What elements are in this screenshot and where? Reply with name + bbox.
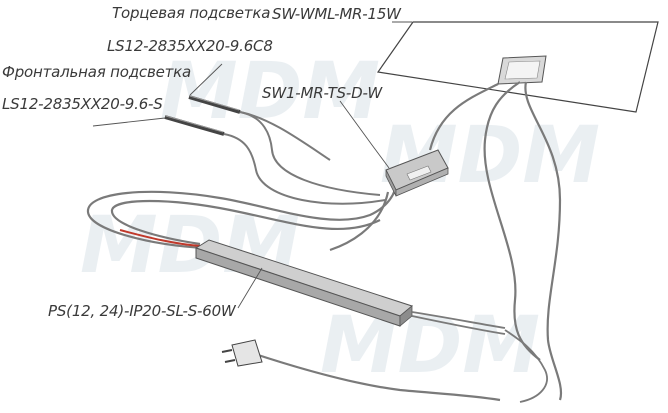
end-strip-label: LS12-2835XX20-9.6C8 <box>107 37 273 55</box>
front-strip-label: LS12-2835XX20-9.6-S <box>2 95 163 113</box>
front-led-strip <box>164 115 225 136</box>
switch-label: SW1-MR-TS-D-W <box>262 84 383 102</box>
psu-output-wires <box>411 311 548 403</box>
end-led-strip <box>188 95 241 114</box>
front-lighting-label: Фронтальная подсветка <box>2 63 192 81</box>
power-supply-label: PS(12, 24)-IP20-SL-S-60W <box>48 302 236 320</box>
switch-box <box>385 149 449 197</box>
watermark-bottom: MDM <box>320 301 540 391</box>
mirror-panel-label: SW-WML-MR-15W <box>272 5 401 23</box>
mirror-panel <box>376 21 659 113</box>
power-supply <box>194 239 414 327</box>
strip-wires <box>223 111 386 205</box>
red-wires <box>119 229 201 247</box>
leader-lines <box>92 21 412 309</box>
mains-plug <box>221 339 501 402</box>
power-loop-wires <box>86 189 397 252</box>
end-lighting-label: Торцевая подсветка <box>112 4 271 22</box>
panel-wires <box>428 81 563 401</box>
